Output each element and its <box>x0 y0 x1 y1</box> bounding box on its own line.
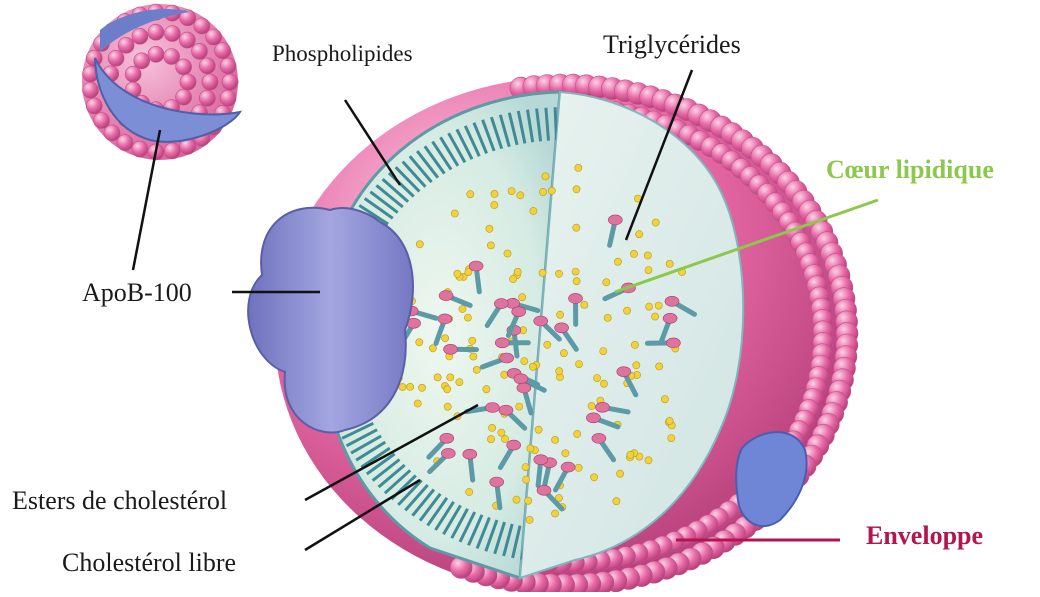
label-apob: ApoB-100 <box>82 280 192 306</box>
label-phospholipides: Phospholipides <box>272 42 413 65</box>
apob-protein-small <box>736 432 807 526</box>
label-coeur-lipidique: Cœur lipidique <box>826 157 994 183</box>
label-esters-cholesterol: Esters de cholestérol <box>12 488 227 514</box>
label-cholesterol-libre: Cholestérol libre <box>62 550 236 576</box>
main-ldl-particle <box>248 74 858 592</box>
label-enveloppe: Enveloppe <box>866 523 983 549</box>
small-ldl-particle <box>82 4 240 160</box>
label-triglycerides: Triglycérides <box>603 32 741 58</box>
apob-protein <box>248 208 413 433</box>
